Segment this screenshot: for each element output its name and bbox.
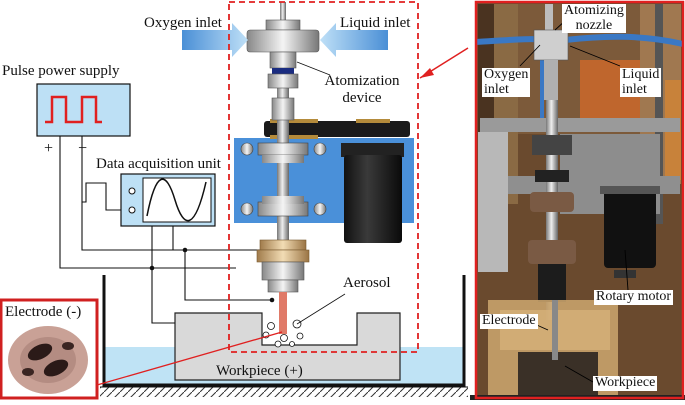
- atomization-device: [246, 2, 320, 121]
- data-acquisition-unit-label: Data acquisition unit: [96, 156, 221, 172]
- atomizing-nozzle-label: Atomizing nozzle: [562, 3, 626, 34]
- photo-liquid-inlet-label: Liquid inlet: [620, 67, 662, 98]
- pulse-power-supply-label: Pulse power supply: [2, 63, 120, 79]
- photo-electrode-label: Electrode: [480, 313, 538, 329]
- electrode-inset: [0, 298, 99, 400]
- motor: [341, 143, 404, 243]
- bearing-housings: [240, 142, 327, 217]
- sine-wave-icon: [146, 178, 207, 222]
- data-acquisition-unit: [120, 173, 216, 227]
- photo-panel: [470, 2, 685, 400]
- photo-workpiece-label: Workpiece: [593, 375, 658, 391]
- aerosol-particles: [262, 319, 304, 348]
- photo-frame: [474, 0, 685, 400]
- pulse-power-supply: [36, 83, 131, 137]
- atomization-highlight-box: [228, 1, 419, 353]
- plus-terminal-label: +: [44, 140, 54, 157]
- oxygen-inlet-arrow: [182, 23, 248, 57]
- rotary-motor-label: Rotary motor: [594, 289, 674, 305]
- liquid-inlet-label: Liquid inlet: [340, 15, 411, 31]
- oxygen-inlet-label: Oxygen inlet: [144, 15, 222, 31]
- atomization-device-label: Atomization device: [324, 73, 400, 107]
- pulse-waveform-icon: [45, 95, 102, 124]
- wiring: [59, 133, 279, 324]
- workpiece-label: Workpiece (+): [216, 363, 303, 379]
- photo-oxygen-inlet-label: Oxygen inlet: [482, 67, 531, 98]
- aerosol-label: Aerosol: [343, 275, 391, 291]
- gear: [256, 239, 310, 293]
- liquid-inlet-arrow: [320, 23, 388, 57]
- electrode-tip: [279, 292, 287, 334]
- workpiece-block: [174, 312, 401, 381]
- minus-terminal-label: −: [78, 140, 88, 157]
- electrode-inset-label: Electrode (-): [5, 304, 82, 320]
